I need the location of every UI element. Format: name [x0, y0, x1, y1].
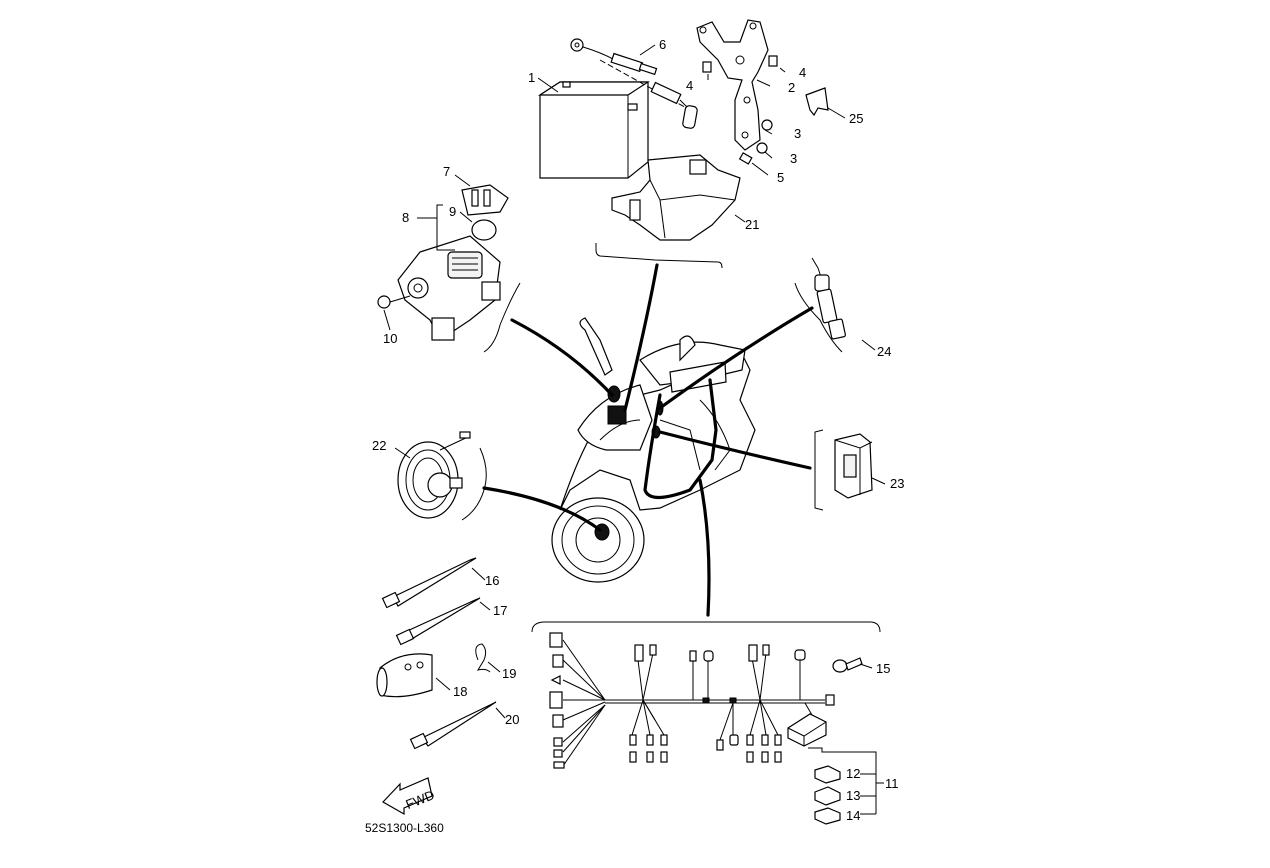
battery-cable — [570, 38, 698, 129]
callout-leaders — [383, 44, 886, 719]
battery — [537, 81, 651, 179]
callout-2: 2 — [788, 80, 795, 95]
wire-harness — [549, 632, 835, 769]
callout-23: 23 — [890, 476, 904, 491]
scooter — [551, 317, 756, 583]
callout-17: 17 — [493, 603, 507, 618]
callout-22: 22 — [372, 438, 386, 453]
callout-25: 25 — [849, 111, 863, 126]
callout-4b: 4 — [686, 78, 693, 93]
callout-24: 24 — [877, 344, 891, 359]
callout-4: 4 — [799, 65, 806, 80]
callout-7: 7 — [443, 164, 450, 179]
braces — [461, 243, 881, 633]
callout-14: 14 — [846, 808, 860, 823]
main-switch — [377, 184, 509, 341]
callout-18: 18 — [453, 684, 467, 699]
callout-11: 11 — [885, 776, 899, 791]
callout-16: 16 — [485, 573, 499, 588]
relay — [834, 433, 873, 499]
callout-15: 15 — [876, 661, 890, 676]
callout-12: 12 — [846, 766, 860, 781]
callout-3: 3 — [794, 126, 801, 141]
callout-10: 10 — [383, 331, 397, 346]
cable-ties — [376, 557, 497, 750]
plate — [805, 87, 829, 117]
callout-9: 9 — [449, 204, 456, 219]
callout-1: 1 — [528, 70, 535, 85]
fwd-arrow — [382, 777, 433, 816]
fuses — [808, 747, 884, 825]
mounting-bracket — [696, 19, 778, 165]
callout-13: 13 — [846, 788, 860, 803]
horn — [397, 431, 471, 519]
callout-6: 6 — [659, 37, 666, 52]
callout-21: 21 — [745, 217, 759, 232]
callout-19: 19 — [502, 666, 516, 681]
callout-5: 5 — [777, 170, 784, 185]
callout-3b: 3 — [790, 151, 797, 166]
battery-box — [611, 154, 741, 241]
sensor — [811, 257, 846, 340]
drawing-code: 52S1300-L360 — [365, 821, 444, 835]
callout-20: 20 — [505, 712, 519, 727]
grommet — [832, 657, 863, 673]
callout-8: 8 — [402, 210, 409, 225]
leader-lines — [482, 263, 814, 617]
